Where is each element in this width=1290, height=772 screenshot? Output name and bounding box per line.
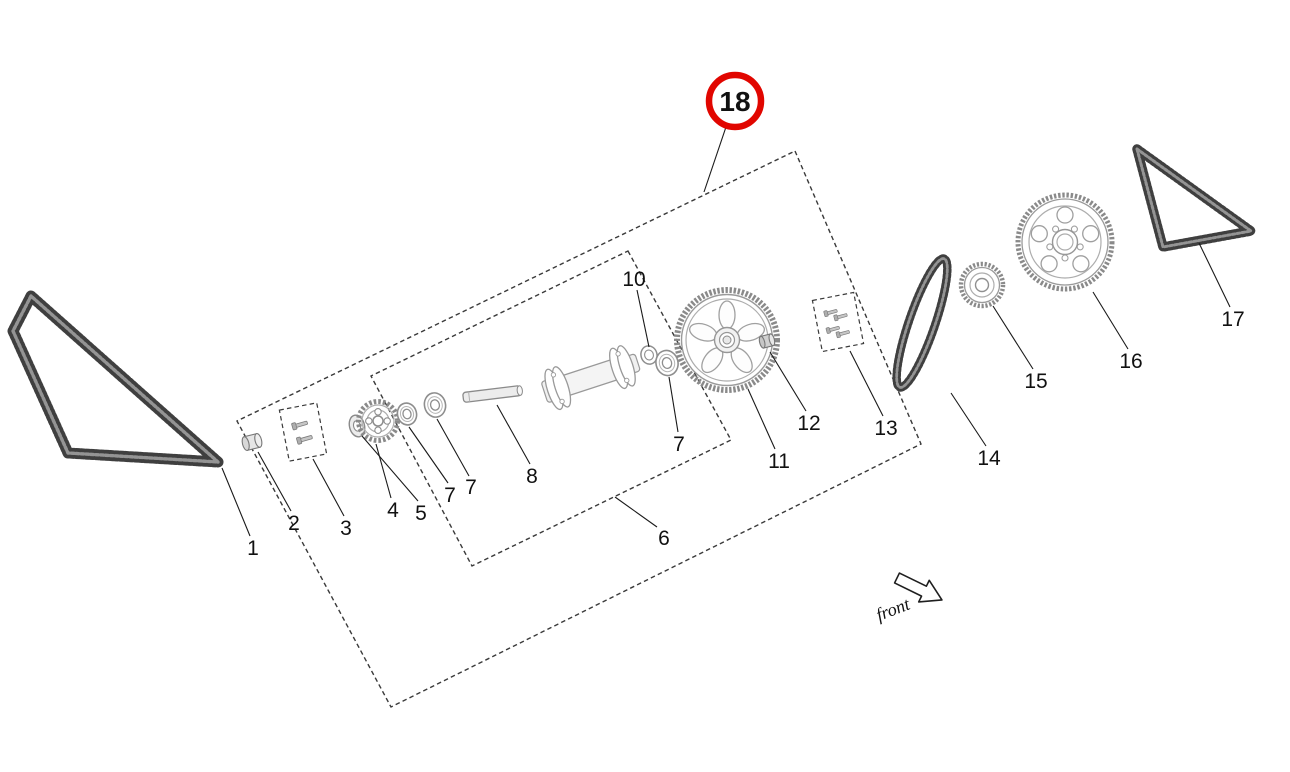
- part-label-7a: 7: [444, 484, 456, 507]
- bearing-7b: [423, 392, 447, 418]
- spacer-12: [758, 333, 776, 349]
- leader-4: [375, 443, 392, 499]
- hardware-box-13: [811, 291, 865, 353]
- leader-lines: [221, 126, 1231, 537]
- bushing-2: [241, 432, 263, 452]
- part-label-10: 10: [622, 268, 645, 291]
- leader-12: [769, 351, 807, 412]
- part-label-7b: 7: [465, 476, 477, 499]
- callout-18: 18: [705, 71, 765, 131]
- part-label-7c: 7: [673, 433, 685, 456]
- hub-assembly-box-6: [370, 250, 732, 567]
- leader-14: [950, 392, 987, 447]
- part-label-4: 4: [387, 499, 399, 522]
- part-label-15: 15: [1024, 370, 1047, 393]
- part-label-13: 13: [874, 417, 897, 440]
- part-label-3: 3: [340, 517, 352, 540]
- callout-18-ring: [705, 71, 765, 131]
- part-labels: 1 2 3 4 5 6 7 7 7 8 10 11 12 13 14 15 16…: [247, 268, 1245, 560]
- leader-5: [361, 435, 419, 502]
- outer-assembly-box-18: [236, 150, 922, 708]
- sprocket-4: [356, 399, 400, 443]
- axle-8: [462, 385, 523, 403]
- leader-11: [747, 388, 776, 450]
- sprocket-16: [1015, 192, 1115, 292]
- front-label: front: [873, 593, 913, 624]
- part-label-12: 12: [797, 412, 820, 435]
- bearing-7a: [396, 402, 418, 426]
- part-label-6: 6: [658, 527, 670, 550]
- washer-10: [640, 345, 658, 365]
- callout-18-number: 18: [719, 86, 750, 117]
- leader-7a: [408, 426, 449, 484]
- front-arrow-icon: [893, 572, 943, 603]
- leader-3: [312, 458, 345, 517]
- leader-6: [614, 496, 658, 528]
- part-label-11: 11: [768, 450, 790, 473]
- leader-1: [221, 467, 251, 537]
- leader-8: [496, 404, 531, 465]
- leader-15: [992, 305, 1034, 370]
- leader-10: [636, 289, 650, 348]
- part-label-14: 14: [977, 447, 1001, 470]
- bearing-7c: [655, 349, 679, 377]
- leader-7c: [668, 376, 679, 433]
- chain-1: [7, 290, 224, 468]
- pulley-11: [674, 287, 780, 393]
- sprocket-15: [958, 261, 1006, 309]
- part-label-5: 5: [415, 502, 427, 525]
- leader-17: [1198, 242, 1231, 308]
- leader-2: [257, 451, 292, 512]
- part-label-2: 2: [288, 512, 300, 535]
- leader-16: [1092, 291, 1129, 350]
- hardware-box-3: [278, 402, 328, 462]
- leader-18: [703, 126, 727, 193]
- leader-13: [849, 350, 884, 417]
- wheel-hub: [541, 345, 641, 411]
- chain-17: [1132, 144, 1256, 252]
- part-label-16: 16: [1119, 350, 1142, 373]
- part-label-8: 8: [526, 465, 538, 488]
- leader-7b: [436, 418, 470, 477]
- part-label-17: 17: [1221, 308, 1244, 331]
- belt-14: [892, 254, 952, 392]
- part-label-1: 1: [247, 537, 259, 560]
